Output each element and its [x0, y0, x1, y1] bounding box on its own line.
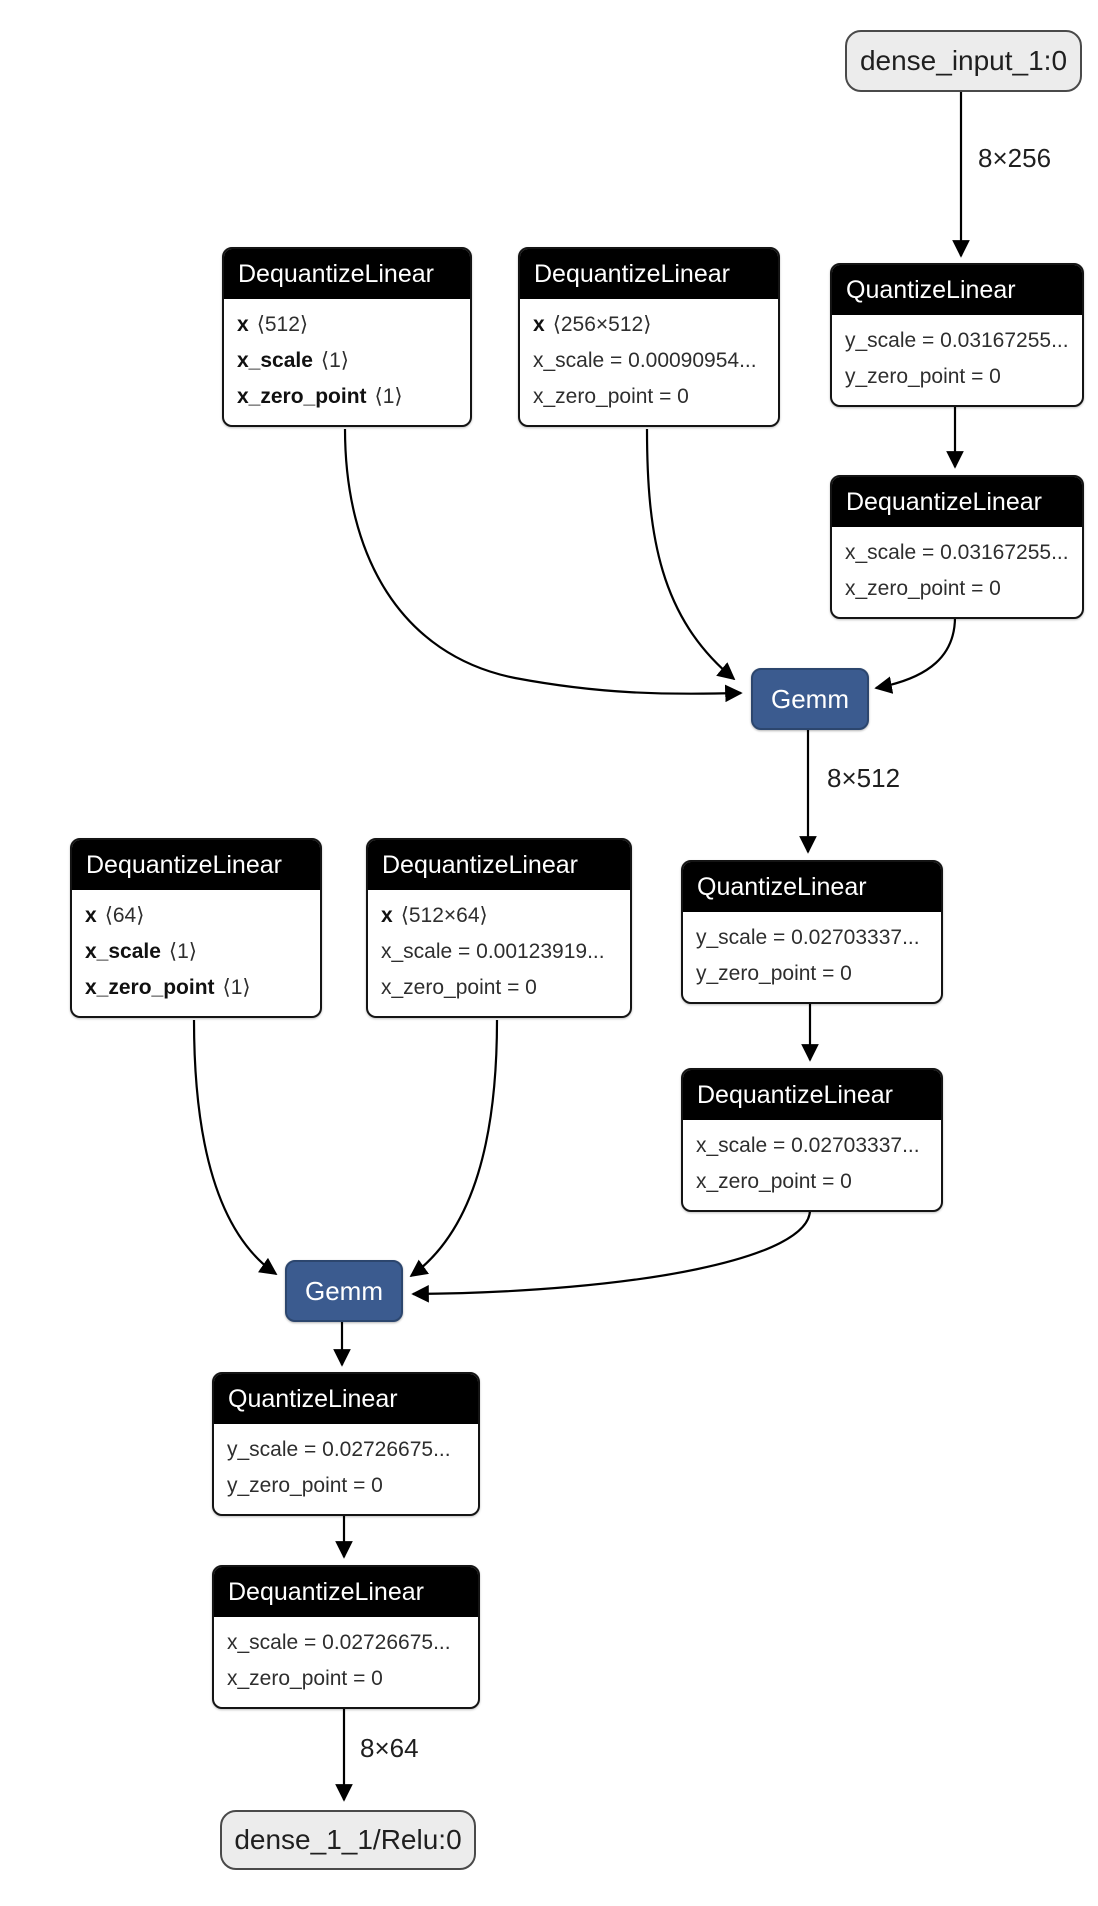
- attribute-row: x_scale = 0.02726675...: [227, 1631, 451, 1654]
- attribute-row: x_scale = 0.03167255...: [845, 541, 1069, 564]
- node-title: Gemm: [771, 683, 849, 714]
- node-title: Gemm: [305, 1275, 383, 1306]
- attribute-row: x⟨512×64⟩: [381, 904, 488, 927]
- attribute-row: x_scale = 0.02703337...: [696, 1134, 920, 1157]
- node-dequantizelinear-activation-1[interactable]: DequantizeLinear x_scale = 0.03167255...…: [830, 475, 1084, 619]
- node-quantizelinear-3[interactable]: QuantizeLinear y_scale = 0.02726675... y…: [212, 1372, 480, 1516]
- input-terminal-label: dense_input_1:0: [859, 45, 1068, 76]
- node-title[interactable]: DequantizeLinear: [368, 840, 630, 890]
- node-title[interactable]: QuantizeLinear: [683, 862, 941, 912]
- edge-dqw2-to-gemm2: [192, 1019, 278, 1275]
- node-title[interactable]: DequantizeLinear: [214, 1567, 478, 1617]
- output-terminal[interactable]: dense_1_1/Relu:0: [220, 1810, 476, 1870]
- attribute-row: x_zero_point = 0: [227, 1667, 383, 1690]
- attribute-row: x⟨64⟩: [85, 904, 145, 927]
- node-title[interactable]: DequantizeLinear: [224, 249, 470, 299]
- attribute-row: x_zero_point = 0: [381, 976, 537, 999]
- node-gemm-1[interactable]: Gemm: [751, 668, 869, 730]
- edge-label-8x512: 8×512: [827, 763, 901, 793]
- edge-dqa2-to-gemm2: [411, 1209, 812, 1303]
- node-title[interactable]: DequantizeLinear: [832, 477, 1082, 527]
- attribute-row: x_scale⟨1⟩: [85, 940, 197, 963]
- attribute-row: y_scale = 0.02726675...: [227, 1438, 451, 1461]
- node-title[interactable]: DequantizeLinear: [72, 840, 320, 890]
- node-quantizelinear-1[interactable]: QuantizeLinear y_scale = 0.03167255... y…: [830, 263, 1084, 407]
- node-title[interactable]: QuantizeLinear: [832, 265, 1082, 315]
- node-title[interactable]: QuantizeLinear: [214, 1374, 478, 1424]
- node-quantizelinear-2[interactable]: QuantizeLinear y_scale = 0.02703337... y…: [681, 860, 943, 1004]
- edge-dqw1-to-gemm1: [343, 428, 743, 703]
- attribute-row: y_scale = 0.03167255...: [845, 329, 1069, 352]
- attribute-row: x_zero_point = 0: [845, 577, 1001, 600]
- node-dequantizelinear-weights-1[interactable]: DequantizeLinear x⟨512⟩ x_scale⟨1⟩ x_zer…: [222, 247, 472, 427]
- node-dequantizelinear-activation-3[interactable]: DequantizeLinear x_scale = 0.02726675...…: [212, 1565, 480, 1709]
- edge-dqm2-to-gemm2: [409, 1019, 499, 1278]
- attribute-row: x_zero_point = 0: [696, 1170, 852, 1193]
- attribute-row: x_scale = 0.00123919...: [381, 940, 605, 963]
- edge-dqm1-to-gemm1: [645, 428, 736, 681]
- node-dequantizelinear-activation-2[interactable]: DequantizeLinear x_scale = 0.02703337...…: [681, 1068, 943, 1212]
- attribute-row: x⟨256×512⟩: [533, 313, 652, 336]
- node-title[interactable]: DequantizeLinear: [520, 249, 778, 299]
- attribute-row: y_scale = 0.02703337...: [696, 926, 920, 949]
- edge-label-8x64: 8×64: [360, 1733, 419, 1763]
- node-gemm-2[interactable]: Gemm: [285, 1260, 403, 1322]
- attribute-row: x_scale⟨1⟩: [237, 349, 349, 372]
- output-terminal-label: dense_1_1/Relu:0: [234, 1824, 462, 1855]
- attribute-row: x_zero_point⟨1⟩: [85, 976, 251, 999]
- attribute-row: y_zero_point = 0: [845, 365, 1001, 388]
- attribute-row: x_zero_point⟨1⟩: [237, 385, 403, 408]
- attribute-row: y_zero_point = 0: [227, 1474, 383, 1497]
- attribute-row: x⟨512⟩: [237, 313, 309, 336]
- node-dequantizelinear-matrix-2[interactable]: DequantizeLinear x⟨512×64⟩ x_scale = 0.0…: [366, 838, 632, 1018]
- attribute-row: x_zero_point = 0: [533, 385, 689, 408]
- input-terminal[interactable]: dense_input_1:0: [845, 30, 1082, 92]
- attribute-row: y_zero_point = 0: [696, 962, 852, 985]
- edge-label-8x256: 8×256: [978, 143, 1052, 173]
- node-dequantizelinear-matrix-1[interactable]: DequantizeLinear x⟨256×512⟩ x_scale = 0.…: [518, 247, 780, 427]
- edge-dqa1-to-gemm1: [874, 616, 957, 694]
- node-title[interactable]: DequantizeLinear: [683, 1070, 941, 1120]
- attribute-row: x_scale = 0.00090954...: [533, 349, 757, 372]
- node-dequantizelinear-weights-2[interactable]: DequantizeLinear x⟨64⟩ x_scale⟨1⟩ x_zero…: [70, 838, 322, 1018]
